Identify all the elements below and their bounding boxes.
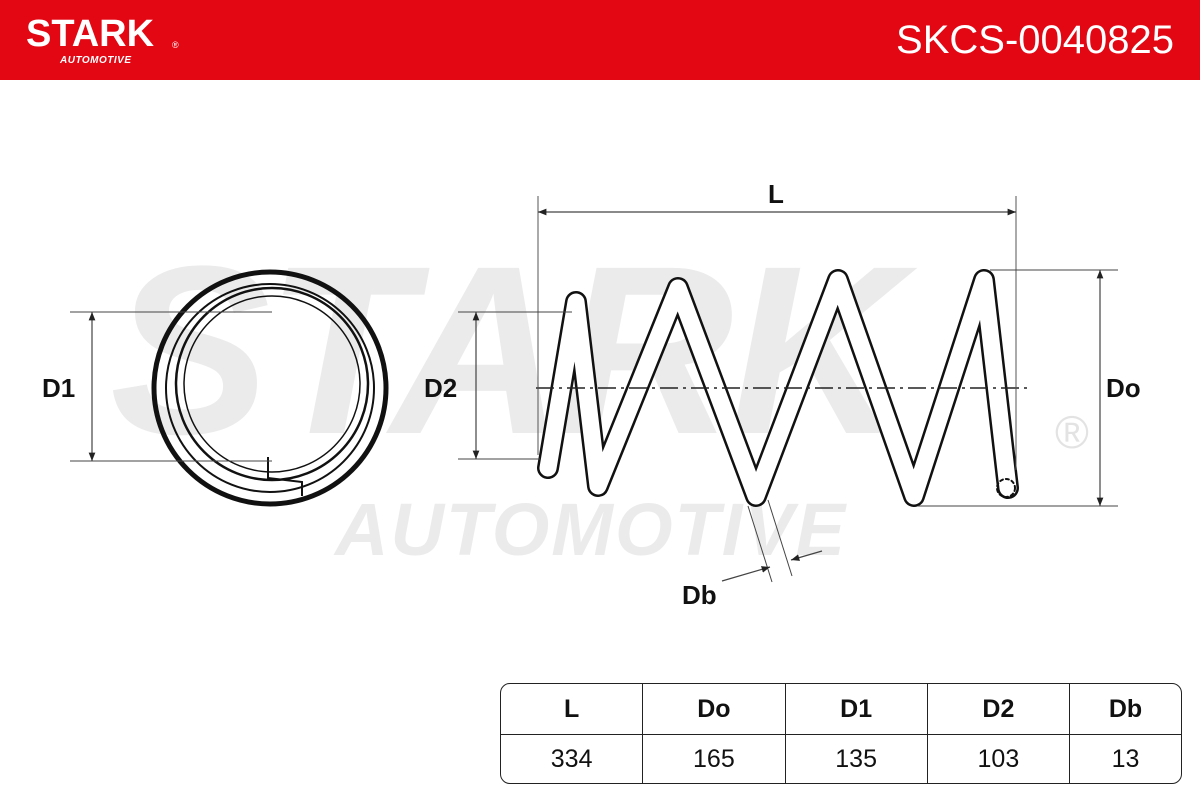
spring-diagram: D1 L D2 Do Db [42, 179, 1141, 610]
spring-side-view [537, 269, 1019, 507]
specs-table: L Do D1 D2 Db 334 165 135 103 13 [500, 683, 1182, 784]
header-l: L [501, 684, 644, 735]
label-d1: D1 [42, 373, 75, 403]
value-d2: 103 [928, 735, 1070, 783]
value-db: 13 [1111, 744, 1140, 773]
header-d2: D2 [927, 684, 1070, 735]
value-l: 334 [501, 735, 644, 783]
specs-value-row: 334 165 135 103 13 [501, 735, 1181, 783]
header-db: Db [1070, 684, 1181, 735]
brand-registered-mark: ® [172, 40, 179, 50]
spring-end-view [151, 269, 389, 507]
part-number: SKCS-0040825 [896, 18, 1174, 62]
d2-dimension: D2 [424, 311, 572, 460]
do-dimension: Do [918, 269, 1141, 507]
db-dimension: Db [682, 499, 823, 610]
brand-logo: STARK [26, 13, 155, 55]
d1-dimension: D1 [42, 311, 272, 462]
label-db: Db [682, 580, 717, 610]
header-d1: D1 [785, 684, 928, 735]
header-bar: STARK ® AUTOMOTIVE SKCS-0040825 [0, 0, 1200, 80]
value-do: 165 [643, 735, 786, 783]
label-d2: D2 [424, 373, 457, 403]
specs-header-row: L Do D1 D2 Db [501, 684, 1181, 735]
value-d1: 135 [786, 735, 928, 783]
label-l: L [768, 179, 784, 209]
label-do: Do [1106, 373, 1141, 403]
brand-tagline: AUTOMOTIVE [60, 55, 132, 66]
l-dimension: L [537, 179, 1017, 470]
header-do: Do [643, 684, 786, 735]
